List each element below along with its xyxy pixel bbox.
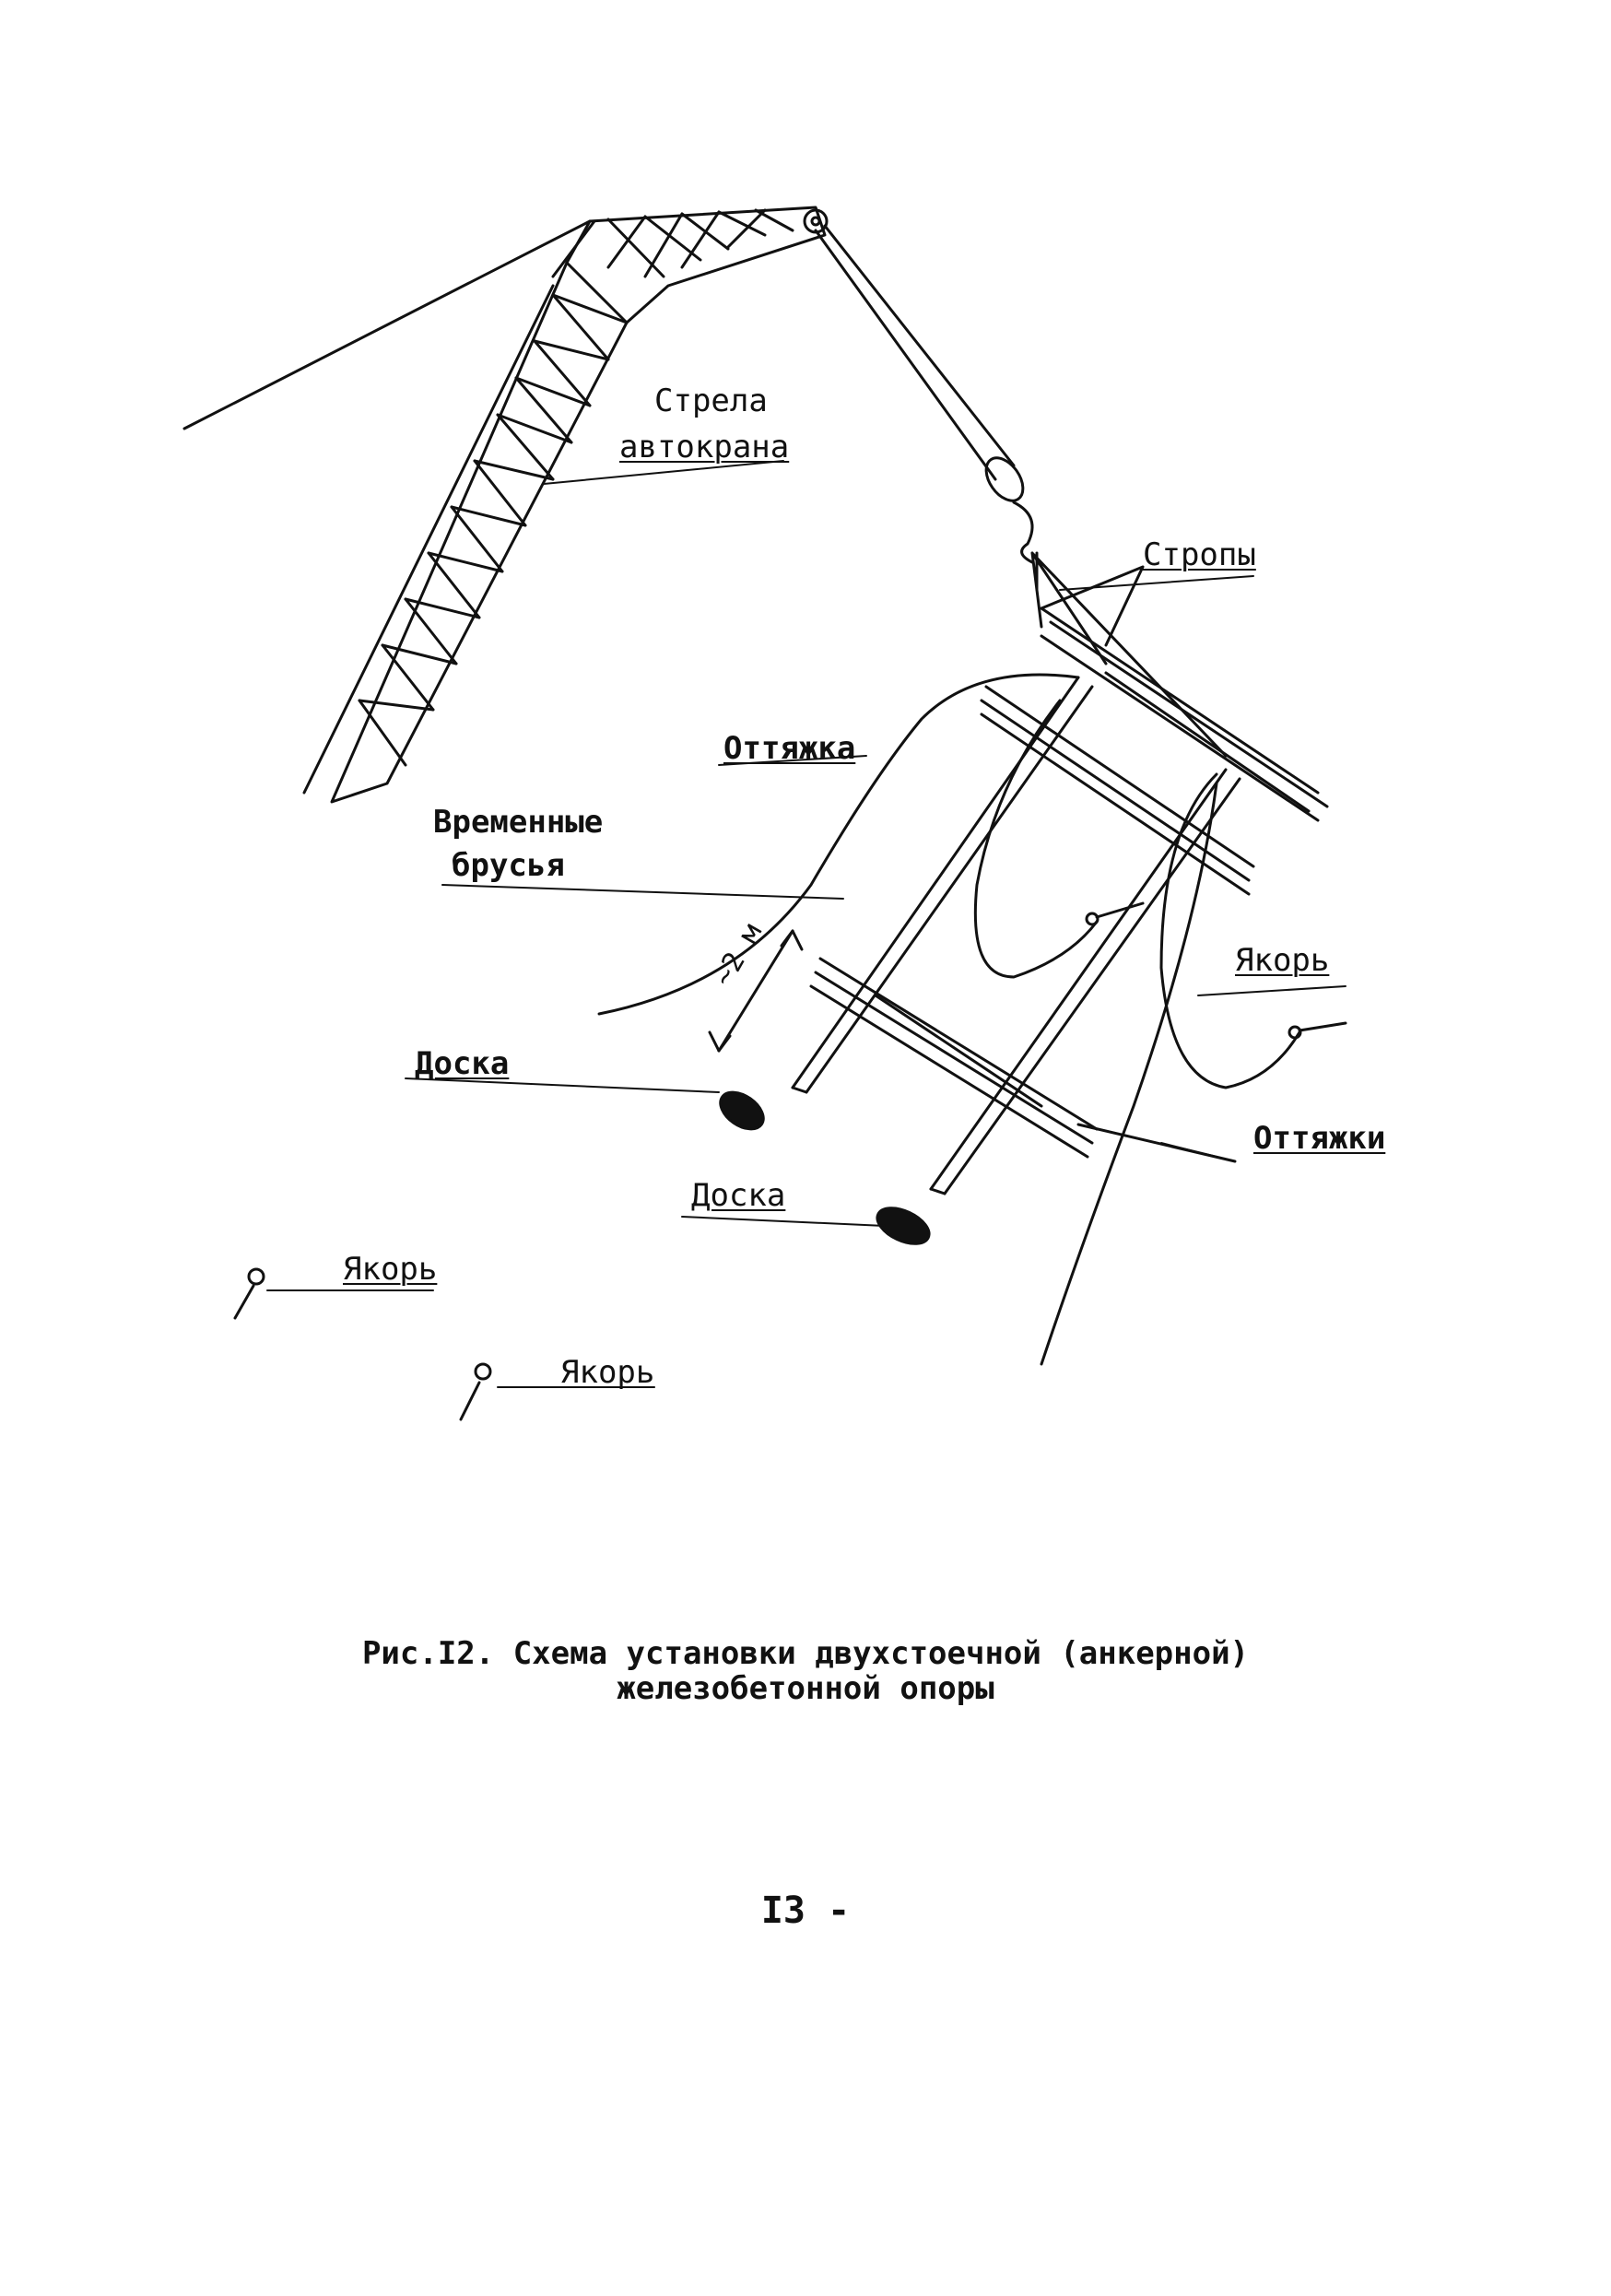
label-boom-2: автокрана [619,431,789,463]
label-guy: Оттяжка [723,730,856,767]
leader-lines [266,460,1346,1388]
distance-dimension [708,929,804,1053]
slings [1030,551,1228,758]
temporary-beams [809,957,1099,1159]
label-board-right: Доска [691,1177,786,1214]
label-temp-beams-2: брусья [452,847,565,884]
label-anchor-right: Якорь [1235,942,1330,979]
label-boom: Стрела [654,385,768,417]
guy-wires [597,673,1301,1366]
label-guys-right: Оттяжки [1253,1120,1386,1157]
boards [719,1090,931,1245]
crane-boom [182,206,829,804]
label-board-left: Доска [415,1045,510,1082]
hoist-line [814,224,1039,592]
upper-crossarm [1040,606,1329,822]
anchors [233,901,1347,1421]
label-boom-line1: Стрела [654,383,768,419]
page-number: I3 - [760,1890,851,1932]
figure-caption: Рис.I2. Схема установки двухстоечной (ан… [0,1636,1611,1706]
label-boom-line2: автокрана [619,429,790,465]
label-anchor-left-2: Якорь [560,1354,655,1391]
label-temp-beams-1: Временные [433,804,604,841]
label-slings: Стропы [1143,536,1256,573]
caption-line-2: железобетонной опоры [617,1670,994,1708]
tower-posts [791,676,1241,1195]
label-anchor-left-1: Якорь [343,1251,438,1288]
caption-line-1: Рис.I2. Схема установки двухстоечной (ан… [361,1635,1250,1672]
